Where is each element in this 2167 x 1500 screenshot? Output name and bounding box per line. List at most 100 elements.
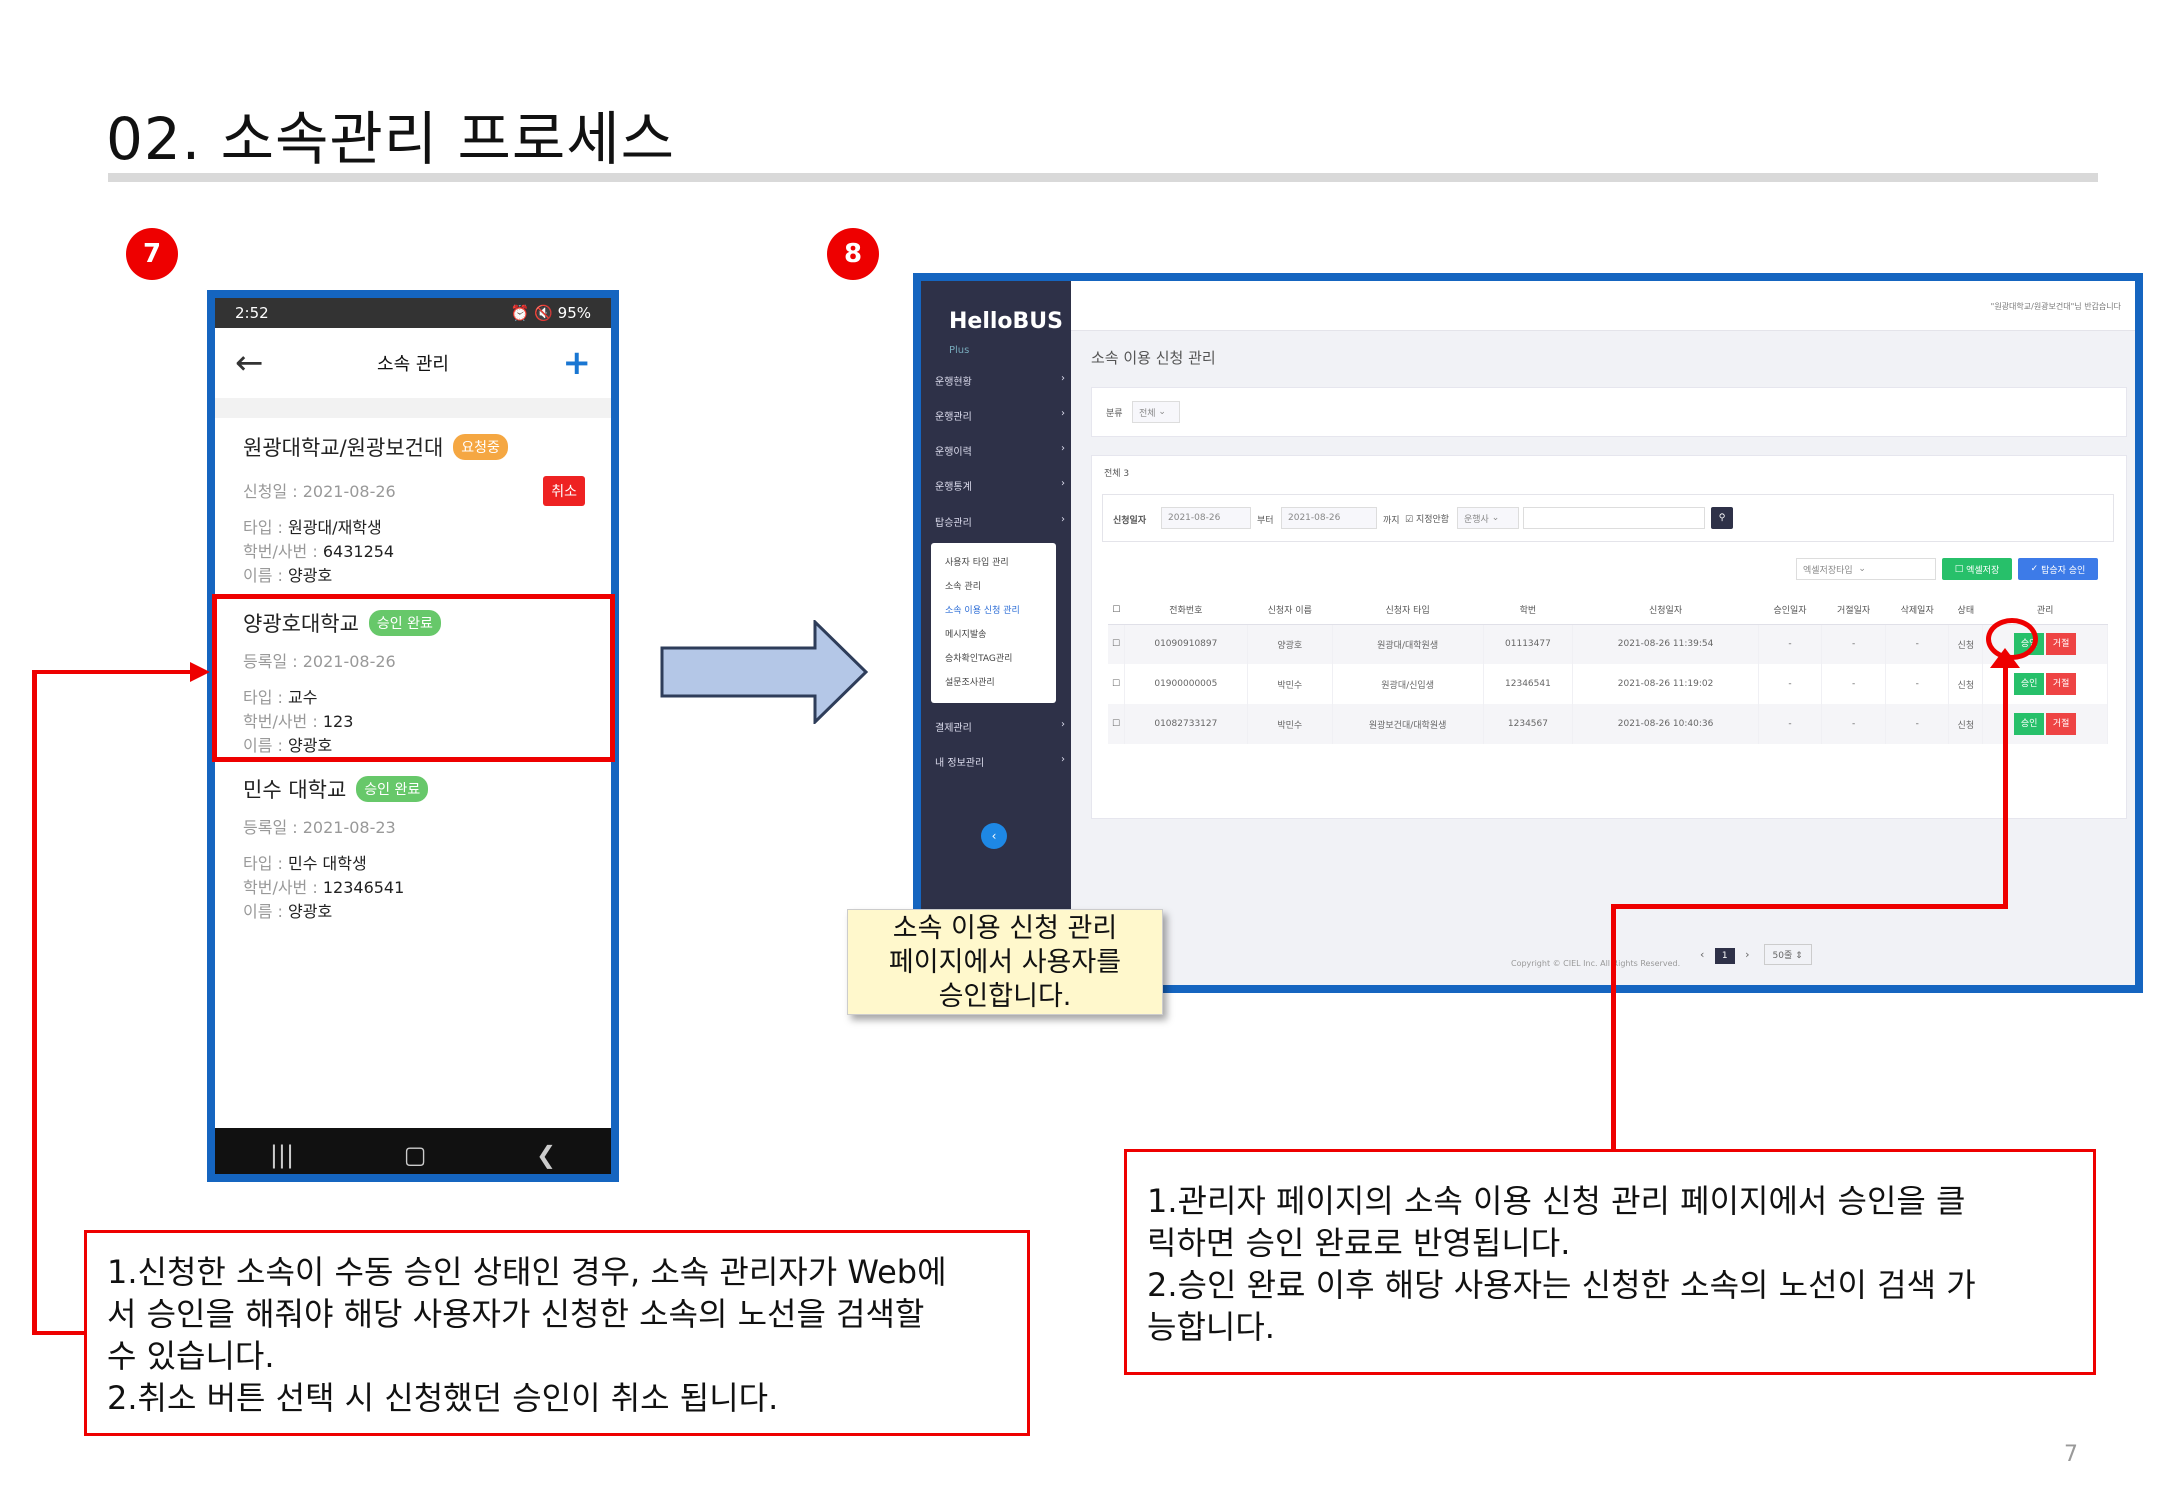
type-value: 원광대/재학생: [288, 518, 382, 537]
submenu-item[interactable]: 소속 관리: [945, 582, 981, 592]
operator-select[interactable]: 운행사 ⌄: [1457, 507, 1519, 529]
step-badge-left: 7: [126, 228, 178, 280]
sidebar-item[interactable]: 운행이력 ›: [935, 443, 1065, 458]
back-icon[interactable]: ❮: [536, 1141, 557, 1169]
connector-line: [32, 1331, 85, 1335]
type-value: 민수 대학생: [288, 854, 367, 873]
to-suffix: 까지: [1383, 516, 1400, 526]
column-header: 신청일자: [1572, 596, 1759, 625]
table-cell: 2021-08-26 11:39:54: [1572, 624, 1759, 664]
row-checkbox[interactable]: ☐: [1108, 624, 1125, 664]
table-cell: 2021-08-26 10:40:36: [1572, 704, 1759, 744]
sidebar-item-boarding[interactable]: 탑승관리›: [935, 514, 1065, 529]
category-select[interactable]: 전체 ⌄: [1132, 401, 1180, 423]
chevron-right-icon: ›: [1061, 719, 1065, 730]
page-number: 7: [2064, 1442, 2078, 1467]
sidebar-item[interactable]: 결제관리›: [935, 719, 1065, 734]
table-cell: 01900000005: [1124, 664, 1248, 704]
home-icon[interactable]: ▢: [403, 1141, 427, 1169]
table-cell: 신청: [1948, 664, 1984, 704]
copyright-text: Copyright © CIEL Inc. All Rights Reserve…: [1511, 959, 1681, 968]
table-cell: 01082733127: [1124, 704, 1248, 744]
chevron-right-icon: ›: [1061, 478, 1065, 489]
excel-save-button[interactable]: □ 엑셀저장: [1942, 558, 2012, 580]
table-cell: -: [1885, 704, 1950, 744]
submenu-item[interactable]: 승차확인TAG관리: [945, 654, 1013, 664]
status-badge: 승인 완료: [356, 776, 429, 802]
table-cell: -: [1758, 624, 1823, 664]
date-to-input[interactable]: 2021-08-26: [1281, 507, 1377, 529]
menu-label: 운행현황: [935, 377, 972, 388]
submenu-item[interactable]: 설문조사관리: [945, 678, 995, 688]
table-cell: 1234567: [1483, 704, 1574, 744]
sidebar-item[interactable]: 운행현황›: [935, 373, 1065, 388]
name-label: 이름 :: [243, 566, 289, 585]
cancel-button[interactable]: 취소: [543, 476, 585, 506]
submenu-item[interactable]: 메시지발송: [945, 630, 987, 640]
excel-type-value: 엑셀저장타입: [1803, 565, 1853, 576]
phone-empty-area: [215, 934, 611, 1128]
no-date-checkbox[interactable]: ☑ 지정안함: [1405, 515, 1450, 525]
reject-button[interactable]: 거절: [2046, 673, 2077, 695]
search-bar: 신청일자 2021-08-26 부터 2021-08-26 까지 ☑ 지정안함 …: [1102, 494, 2114, 542]
status-badge: 승인 완료: [368, 610, 441, 636]
search-date-label: 신청일자: [1113, 516, 1147, 526]
row-checkbox[interactable]: ☐: [1108, 704, 1125, 744]
card-date: 신청일 : 2021-08-26: [243, 482, 396, 501]
menu-label: 내 정보관리: [935, 758, 985, 769]
approve-button[interactable]: 승인: [2014, 673, 2045, 695]
date-from-input[interactable]: 2021-08-26: [1161, 507, 1251, 529]
recent-apps-icon[interactable]: |||: [269, 1141, 295, 1169]
arrow-head-icon: [190, 662, 210, 682]
type-label: 타입 :: [243, 854, 289, 873]
sidebar-toggle-button[interactable]: ‹: [981, 823, 1007, 849]
page-current[interactable]: 1: [1714, 948, 1735, 964]
id-label: 학번/사번 :: [243, 542, 323, 561]
add-icon[interactable]: +: [562, 343, 592, 383]
phone-header-title: 소속 관리: [377, 354, 449, 375]
reject-button[interactable]: 거절: [2046, 713, 2077, 735]
select-all-checkbox[interactable]: ☐: [1108, 596, 1125, 625]
table-cell: -: [1821, 664, 1886, 704]
page-size-select[interactable]: 50줄 ⇕: [1763, 944, 1812, 965]
sidebar-item[interactable]: 운행관리›: [935, 408, 1065, 423]
status-badge: 요청중: [453, 434, 508, 460]
back-arrow-icon[interactable]: ←: [235, 343, 264, 383]
title-divider: [108, 173, 2098, 182]
table-cell: 2021-08-26 11:19:02: [1572, 664, 1759, 704]
column-header: 승인일자: [1758, 596, 1822, 625]
reject-button[interactable]: 거절: [2046, 633, 2077, 656]
search-input[interactable]: [1523, 507, 1705, 529]
column-header: 학번: [1483, 596, 1573, 625]
prev-page-icon[interactable]: ‹: [1700, 948, 1705, 961]
filter-label: 분류: [1106, 409, 1123, 419]
table-cell: 신청: [1948, 624, 1984, 664]
search-button[interactable]: ⚲: [1711, 507, 1733, 529]
chevron-right-icon: ›: [1061, 443, 1065, 454]
applications-table: ☐ 전화번호 신청자 이름 신청자 타입 학번 신청일자 승인일자 거절일자 삭…: [1108, 596, 2108, 744]
admin-page-title: 소속 이용 신청 관리: [1091, 349, 1216, 367]
row-checkbox[interactable]: ☐: [1108, 664, 1125, 704]
approve-all-button[interactable]: ✓ 탑승자 승인: [2018, 558, 2098, 580]
logo-sub: Plus: [949, 345, 970, 356]
table-row: ☐ 01900000005 박민수 원광대/신입생 12346541 2021-…: [1108, 664, 2108, 704]
submenu-item-active[interactable]: 소속 이용 신청 관리: [945, 606, 1020, 616]
excel-type-select[interactable]: 엑셀저장타입 ⌄: [1796, 558, 1936, 580]
menu-label: 운행이력: [935, 447, 972, 458]
status-icons: ⏰ 🔇 95%: [510, 304, 591, 322]
submenu-item[interactable]: 사용자 타입 관리: [945, 558, 1009, 568]
approve-button[interactable]: 승인: [2014, 713, 2045, 735]
sidebar-item[interactable]: 내 정보관리›: [935, 754, 1065, 769]
approve-all-label: 탑승자 승인: [2041, 565, 2086, 576]
card-title: 양광호대학교: [243, 612, 359, 636]
table-cell: 신청: [1948, 704, 1984, 744]
application-list-panel: 전체 3 신청일자 2021-08-26 부터 2021-08-26 까지 ☑ …: [1091, 455, 2127, 965]
next-page-icon[interactable]: ›: [1745, 948, 1750, 961]
sidebar-item[interactable]: 운행통계›: [935, 478, 1065, 493]
pagination: ‹ 1 › 50줄 ⇕: [1700, 944, 1812, 965]
